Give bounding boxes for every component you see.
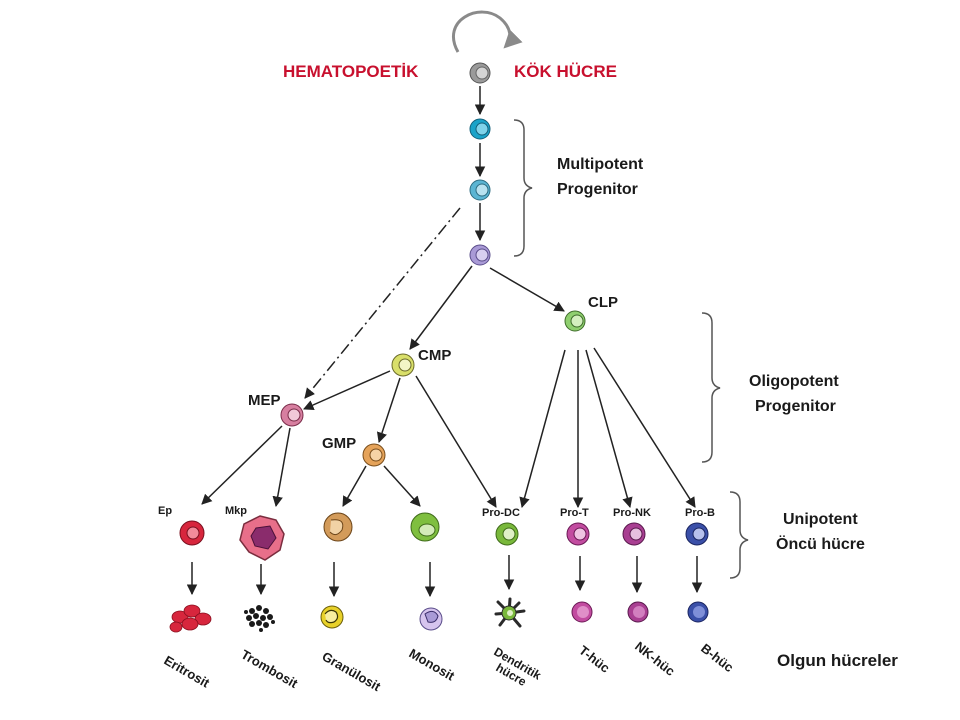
ep-label: Ep bbox=[158, 505, 172, 517]
nk-hucre-label: NK-hüc bbox=[632, 639, 678, 679]
mkp-label: Mkp bbox=[225, 505, 247, 517]
unipotent-label-2: Öncü hücre bbox=[776, 534, 865, 553]
multipotent-cell-2 bbox=[469, 179, 491, 201]
t-cell bbox=[571, 601, 593, 623]
clp-cell bbox=[564, 310, 586, 332]
pro-nk-cell bbox=[622, 522, 646, 546]
oligopotent-bracket bbox=[701, 312, 721, 463]
pro-t-cell bbox=[566, 522, 590, 546]
oligopotent-label-1: Oligopotent bbox=[749, 373, 839, 390]
arrow-cmp-prodc bbox=[415, 375, 497, 508]
title-left: HEMATOPOETİK bbox=[283, 62, 419, 81]
arrow-mpp-clp bbox=[489, 267, 565, 312]
mep-cell bbox=[280, 403, 304, 427]
arrow-mep-ep bbox=[201, 425, 283, 505]
multipotent-cell-1 bbox=[469, 118, 491, 140]
cmp-cell bbox=[391, 353, 415, 377]
pro-dc-label: Pro-DC bbox=[482, 507, 520, 519]
granulocyte-precursor-cell bbox=[323, 512, 353, 542]
arrow-clp-pronk bbox=[585, 349, 633, 509]
ep-cell bbox=[179, 520, 205, 546]
multipotent-cell-3 bbox=[469, 244, 491, 266]
t-hucre-label: T-hüc bbox=[576, 643, 613, 676]
dendritic-cell bbox=[494, 597, 526, 628]
mkp-cell bbox=[239, 515, 285, 561]
arrow-cmp-gmp bbox=[376, 377, 401, 443]
pro-nk-label: Pro-NK bbox=[613, 507, 651, 519]
monocyte-precursor-cell bbox=[410, 512, 440, 542]
oligopotent-label-2: Progenitor bbox=[755, 398, 836, 415]
trombosit-label: Trombosit bbox=[239, 647, 301, 692]
unipotent-label-1: Unipotent bbox=[783, 511, 858, 528]
arrow-gmp-gran bbox=[342, 465, 367, 507]
arrow-clp-prodc bbox=[519, 349, 566, 509]
unipotent-bracket bbox=[729, 491, 749, 579]
pro-dc-cell bbox=[495, 522, 519, 546]
eritrosit-label: Eritrosit bbox=[162, 653, 213, 691]
mep-label: MEP bbox=[248, 392, 281, 409]
pro-b-label: Pro-B bbox=[685, 507, 715, 519]
nk-cell bbox=[627, 601, 649, 623]
gmp-label: GMP bbox=[322, 435, 356, 452]
multipotent-label-2: Progenitor bbox=[557, 181, 638, 198]
hsc-cell bbox=[469, 62, 491, 84]
arrow-mep-mkp bbox=[272, 427, 291, 508]
b-hucre-label: B-hüc bbox=[698, 641, 736, 676]
monocyte-cell bbox=[419, 607, 443, 631]
mature-stage-label: Olgun hücreler bbox=[777, 651, 898, 670]
arrow-st-mep-dashed bbox=[304, 207, 461, 399]
monosit-label: Monosit bbox=[407, 646, 458, 684]
multipotent-label-1: Multipotent bbox=[557, 156, 644, 173]
arrow-cmp-mep bbox=[303, 370, 391, 410]
b-cell bbox=[687, 601, 709, 623]
erythrocyte-cluster bbox=[169, 604, 212, 633]
gmp-cell bbox=[362, 443, 386, 467]
arrow-mpp-cmp bbox=[409, 265, 473, 350]
title-right: KÖK HÜCRE bbox=[514, 62, 617, 81]
cmp-label: CMP bbox=[418, 347, 451, 364]
platelet-cluster bbox=[244, 605, 275, 632]
pro-b-cell bbox=[685, 522, 709, 546]
granulosit-label: Granülosit bbox=[320, 649, 384, 695]
self-renewal-arrow bbox=[451, 10, 523, 53]
arrow-clp-prob bbox=[593, 347, 696, 508]
multipotent-bracket bbox=[513, 119, 533, 257]
arrow-gmp-mono bbox=[383, 465, 421, 507]
clp-label: CLP bbox=[588, 294, 618, 311]
pro-t-label: Pro-T bbox=[560, 507, 589, 519]
granulocyte-cell bbox=[320, 605, 344, 629]
